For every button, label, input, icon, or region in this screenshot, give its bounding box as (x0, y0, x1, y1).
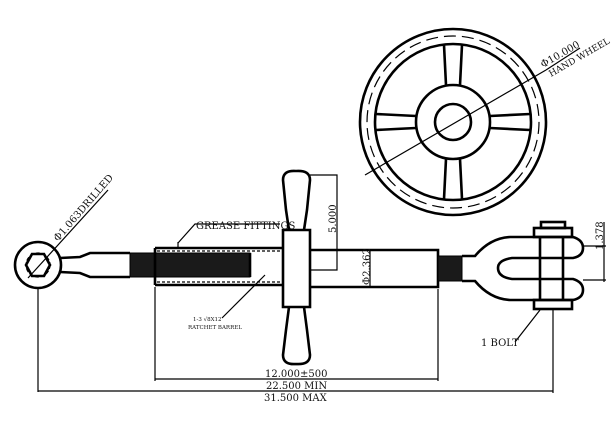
dim-barrel-label: 12.000±500 (265, 369, 327, 380)
ratchet-handle: 5.000 (281, 169, 339, 366)
left-thread (129, 252, 251, 278)
bolt-label: 1 BOLT (481, 338, 519, 349)
drilled-label: Φ1.063DRILLED (52, 173, 116, 244)
right-body: Φ2.362 (310, 248, 463, 289)
dim-min-label: 22.500 MIN (266, 381, 327, 392)
dim-max-label: 31.500 MAX (264, 393, 328, 404)
eye-end: Φ1.063DRILLED (13, 173, 130, 290)
ratchet-spec-label: 1-3 √8X12 (193, 316, 222, 323)
grease-fittings-label: GREASE FITTINGS (196, 221, 295, 232)
ratchet-barrel-label: RATCHET BARREL (188, 325, 242, 331)
barrel-dia-label: Φ2.362 (362, 248, 373, 285)
hand-wheel: Φ10.000 HAND WHEEL (358, 27, 612, 217)
clevis-dim-label: 1.378 (595, 221, 606, 250)
handle-length-label: 5.000 (328, 204, 339, 233)
clevis: 1.378 1 BOLT (462, 220, 606, 349)
dimensions: 12.000±500 22.500 MIN 31.500 MAX (37, 287, 554, 404)
ratchet-barrel: GREASE FITTINGS 1-3 √8X12 RATCHET BARREL (153, 221, 295, 331)
